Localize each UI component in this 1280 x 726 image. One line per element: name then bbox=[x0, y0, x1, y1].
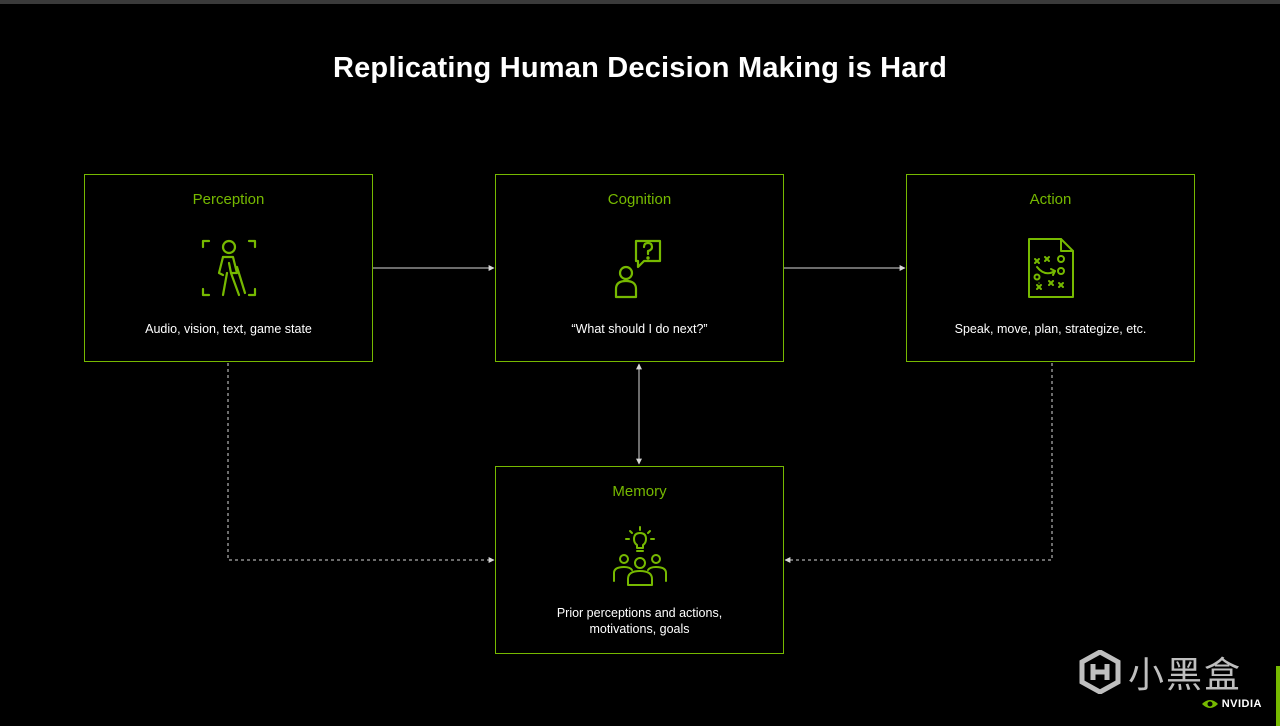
perception-title: Perception bbox=[192, 191, 265, 208]
heybox-logo-icon bbox=[1079, 650, 1121, 694]
cognition-box: Cognition “What should I do next?” bbox=[495, 174, 784, 362]
nvidia-logo: NVIDIA bbox=[1201, 698, 1262, 710]
cognition-title: Cognition bbox=[607, 191, 672, 208]
perception-description: Audio, vision, text, game state bbox=[145, 322, 312, 336]
dashed-action-to-memory bbox=[784, 363, 1053, 563]
watermark-text: 小黑盒 bbox=[1127, 655, 1242, 696]
memory-box: Memory Prior perceptions and actions, mo… bbox=[495, 466, 784, 654]
memory-description: Prior perceptions and actions, motivatio… bbox=[556, 606, 723, 636]
person-thinking-question-icon bbox=[614, 239, 661, 299]
strategy-plan-document-icon bbox=[1027, 238, 1074, 298]
nvidia-eye-logo-icon bbox=[1201, 700, 1218, 708]
nvidia-text: NVIDIA bbox=[1221, 698, 1262, 710]
action-box: Action Speak, move, plan, strategize, et… bbox=[906, 174, 1195, 362]
accent-bar bbox=[1276, 666, 1280, 726]
person-walking-scan-icon bbox=[201, 239, 256, 297]
memory-title: Memory bbox=[612, 483, 667, 500]
dashed-perception-to-memory bbox=[227, 363, 495, 563]
heybox-watermark: 小黑盒 bbox=[1078, 646, 1242, 698]
slide-title: Replicating Human Decision Making is Har… bbox=[332, 52, 948, 84]
action-title: Action bbox=[1029, 191, 1072, 208]
perception-box: Perception Audio, vision, text, game sta… bbox=[84, 174, 373, 362]
group-idea-lightbulb-icon bbox=[612, 526, 667, 586]
action-description: Speak, move, plan, strategize, etc. bbox=[954, 322, 1147, 336]
cognition-description: “What should I do next?” bbox=[571, 322, 708, 336]
top-border bbox=[0, 0, 1280, 4]
